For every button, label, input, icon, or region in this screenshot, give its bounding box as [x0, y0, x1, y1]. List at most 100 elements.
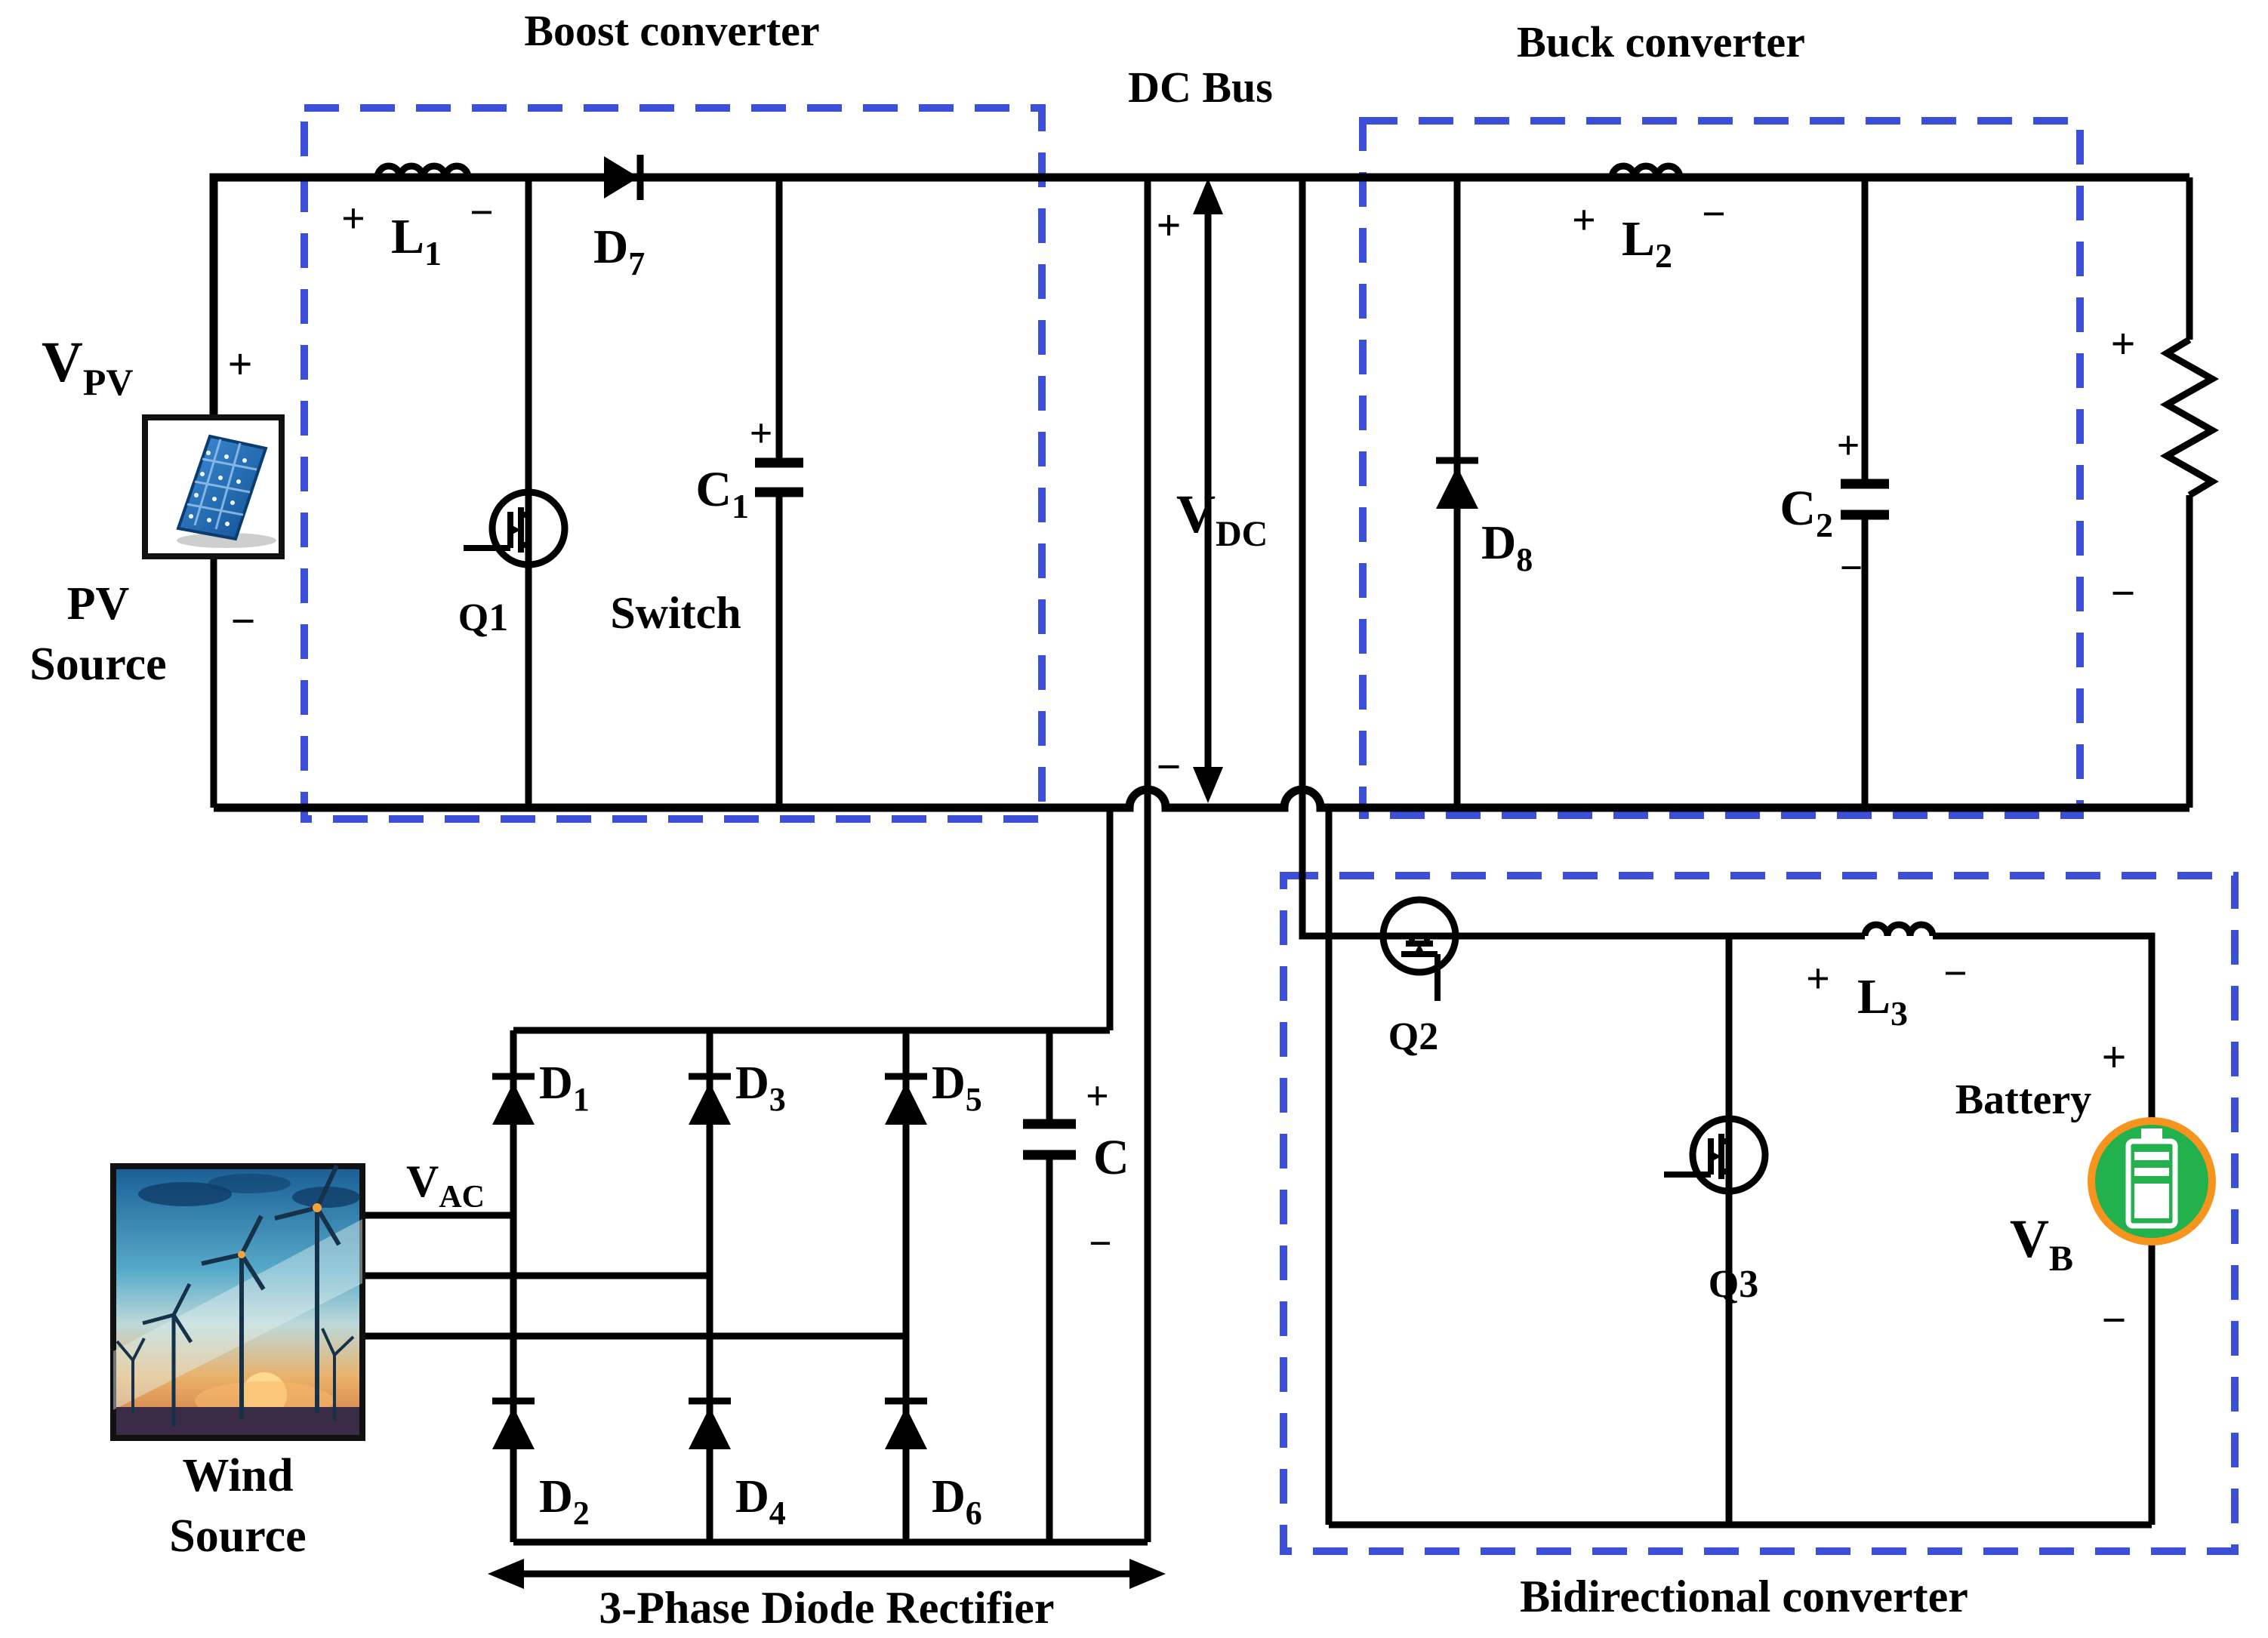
d2-base: D	[539, 1471, 573, 1523]
wind-name-1: Wind	[182, 1450, 293, 1501]
c2-plus: +	[1837, 423, 1860, 468]
bottom-dc-rail	[214, 785, 2189, 812]
c1-capacitor	[755, 457, 803, 497]
diodes	[492, 155, 1478, 1449]
c1-base: C	[695, 462, 732, 517]
vac-base: V	[406, 1156, 439, 1206]
l2-inductor	[1608, 162, 1684, 178]
d7-label: D7	[593, 220, 645, 282]
d7-sub: 7	[628, 245, 645, 282]
wind-image	[110, 1163, 365, 1441]
d6-sub: 6	[966, 1495, 982, 1532]
battery-icon	[2088, 1117, 2216, 1245]
pv-minus: −	[230, 596, 255, 645]
switch-label: Switch	[610, 588, 741, 638]
c1-sub: 1	[732, 487, 749, 525]
d7-base: D	[593, 220, 628, 273]
vac-label: VAC	[406, 1156, 485, 1215]
c-plus: +	[1086, 1073, 1109, 1119]
l2-minus: −	[1702, 191, 1726, 238]
d2-sub: 2	[573, 1495, 590, 1532]
wind-turbines	[116, 1164, 355, 1427]
l2-sub: 2	[1655, 236, 1672, 275]
c1-label: C1	[695, 462, 749, 525]
l2-plus: +	[1572, 197, 1596, 244]
load-resistor	[2159, 177, 2220, 808]
vb-base: V	[2010, 1208, 2049, 1269]
pv-name-1: PV	[67, 578, 130, 630]
pv-name-2: Source	[29, 639, 166, 690]
top-dc-rail	[209, 173, 2189, 417]
vdc-sub: DC	[1216, 514, 1268, 554]
d6-base: D	[932, 1471, 966, 1523]
buck-converter-box	[1359, 117, 2084, 819]
d4-base: D	[735, 1471, 769, 1523]
battery-label: Battery	[1955, 1076, 2091, 1123]
buck-title: Buck converter	[1517, 17, 1805, 66]
d2-label: D2	[539, 1471, 590, 1532]
l2-base: L	[1622, 211, 1655, 266]
bidirectional-title: Bidirectional converter	[1520, 1572, 1968, 1621]
battery-wire	[1933, 932, 2156, 1525]
vdc-arrow	[1193, 178, 1223, 803]
l3-base: L	[1857, 969, 1891, 1024]
c-minus: −	[1089, 1221, 1112, 1266]
wind-name-2: Source	[169, 1510, 306, 1562]
d8-sub: 8	[1516, 541, 1533, 578]
vb-label: VB	[2010, 1208, 2073, 1279]
d8-base: D	[1481, 516, 1516, 569]
l3-label: L3	[1857, 969, 1908, 1033]
vac-sub: AC	[439, 1180, 485, 1215]
d1-base: D	[539, 1058, 573, 1109]
l3-minus: −	[1943, 950, 1968, 997]
l3-sub: 3	[1891, 994, 1908, 1033]
c-rectifier-capacitor	[1023, 1119, 1076, 1160]
d5-diode	[885, 1073, 927, 1125]
c1-plus: +	[750, 411, 773, 456]
l3-plus: +	[1806, 956, 1830, 1002]
d6-diode	[885, 1397, 927, 1449]
vpv-sub: PV	[83, 361, 134, 403]
battery-plus: +	[2101, 1033, 2126, 1082]
d3-diode	[689, 1073, 731, 1125]
c2-label: C2	[1780, 481, 1833, 544]
d3-sub: 3	[769, 1081, 786, 1118]
capacitors	[755, 457, 1889, 1160]
l1-inductor	[374, 162, 472, 178]
l3-inductor	[1861, 921, 1937, 937]
transistors	[464, 488, 1769, 1195]
boost-converter-box	[300, 104, 1046, 823]
battery-minus: −	[2101, 1295, 2126, 1344]
q1-mosfet	[464, 488, 569, 568]
bus-to-q2-wire	[1299, 177, 1865, 940]
d4-label: D4	[735, 1471, 786, 1532]
l1-minus: −	[470, 189, 494, 236]
dc-bus-title: DC Bus	[1128, 63, 1273, 112]
vb-sub: B	[2049, 1239, 2073, 1279]
q1-label: Q1	[458, 596, 508, 639]
rectifier-frame	[513, 808, 1148, 1546]
d3-label: D3	[735, 1058, 786, 1118]
c2-minus: −	[1840, 545, 1863, 590]
vdc-label: VDC	[1176, 484, 1268, 554]
l2-label: L2	[1622, 211, 1672, 275]
vdc-plus: +	[1156, 201, 1181, 250]
pv-panel-icon	[142, 414, 285, 559]
boost-title: Boost converter	[524, 6, 819, 55]
rectifier-span-arrow	[488, 1559, 1166, 1589]
d1-diode	[492, 1073, 535, 1125]
d5-base: D	[932, 1058, 966, 1109]
load-plus: +	[2110, 319, 2135, 368]
q3-label: Q3	[1709, 1263, 1758, 1306]
d3-base: D	[735, 1058, 769, 1109]
l1-label: L1	[391, 209, 442, 272]
d2-diode	[492, 1397, 535, 1449]
c2-base: C	[1780, 481, 1816, 536]
d5-sub: 5	[966, 1081, 982, 1118]
pv-plus: +	[227, 340, 252, 389]
c-label: C	[1093, 1130, 1129, 1185]
vdc-minus: −	[1156, 742, 1181, 791]
d5-label: D5	[932, 1058, 982, 1118]
vpv-base: V	[42, 331, 83, 394]
